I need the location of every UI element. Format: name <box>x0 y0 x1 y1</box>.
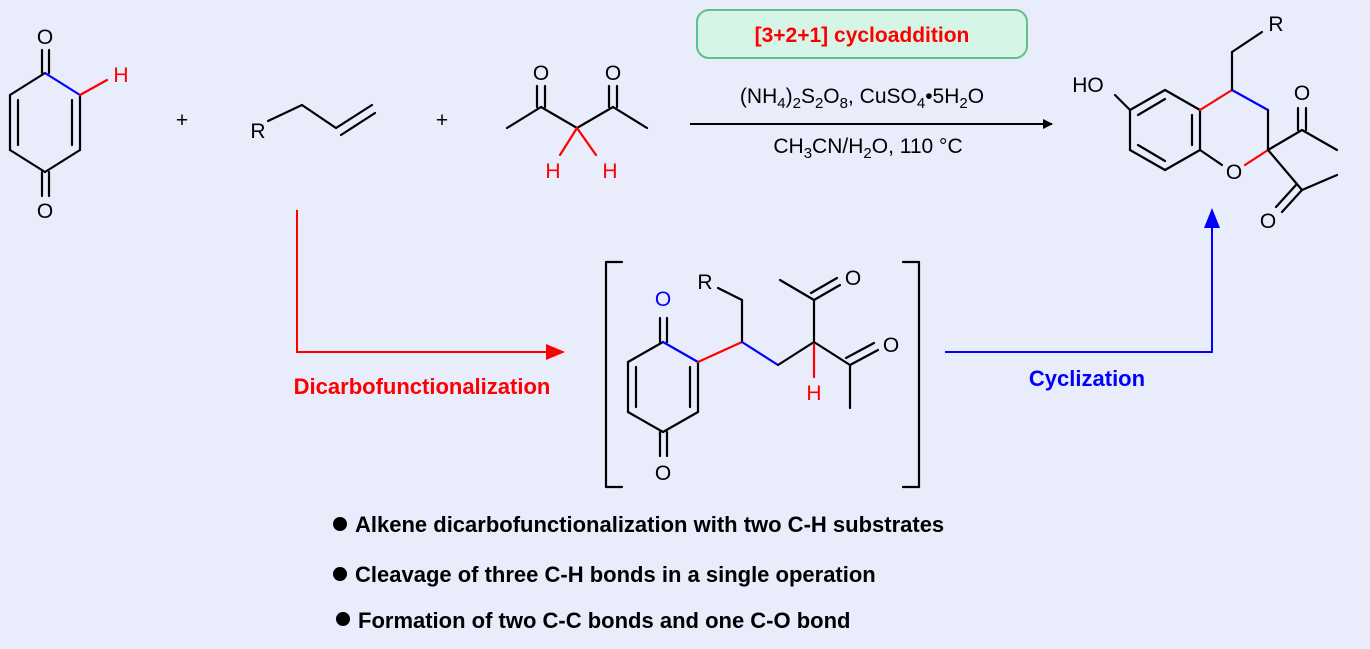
red-arrowhead <box>546 344 565 360</box>
reaction-conditions: [3+2+1] cycloaddition (NH4)2S2O8, CuSO4•… <box>690 9 1053 162</box>
cycloaddition-title: [3+2+1] cycloaddition <box>755 24 970 47</box>
product-r-group: R <box>1268 13 1283 36</box>
product-acetyl-oxygen-1: O <box>1294 82 1310 105</box>
plus-sign-1: + <box>176 109 188 132</box>
bullet-text-1: Alkene dicarbofunctionalization with two… <box>355 512 944 537</box>
product-acetyl-oxygen-2: O <box>1260 210 1276 233</box>
bullet-dot-3 <box>336 612 350 626</box>
product-ring-oxygen: O <box>1226 161 1242 184</box>
int-oxygen-bottom: O <box>655 462 671 485</box>
int-hydrogen: H <box>806 382 821 405</box>
bullet-text-2: Cleavage of three C-H bonds in a single … <box>355 562 876 587</box>
bullet-text-3: Formation of two C-C bonds and one C-O b… <box>358 608 851 633</box>
blue-path-arrow <box>945 228 1213 353</box>
plus-sign-2: + <box>436 109 448 132</box>
bq-hydrogen: H <box>113 64 128 87</box>
cyclization-path: Cyclization <box>945 208 1220 391</box>
dicarbofunctionalization-path: Dicarbofunctionalization <box>294 210 565 399</box>
blue-arrowhead <box>1204 208 1220 228</box>
alkene-r-group: R <box>250 120 265 143</box>
int-acetyl-oxygen-2: O <box>883 334 899 357</box>
benzoquinone-structure: O O H <box>8 26 129 223</box>
cycloaddition-badge <box>696 9 1028 59</box>
bq-oxygen-bottom: O <box>37 200 53 223</box>
acac-oxygen-1: O <box>533 62 549 85</box>
bracket-right <box>901 260 921 489</box>
acac-hydrogen-1: H <box>545 160 560 183</box>
cyclization-label: Cyclization <box>1029 366 1145 391</box>
bracket-left <box>604 260 624 489</box>
bullet-dot-1 <box>333 517 347 531</box>
acac-hydrogen-2: H <box>602 160 617 183</box>
int-r-group: R <box>697 271 712 294</box>
bullet-dot-2 <box>333 567 347 581</box>
acetylacetone-structure: O O H H <box>505 62 649 183</box>
int-acetyl-oxygen-1: O <box>845 267 861 290</box>
conditions-solvent: CH3CN/H2O, 110 °C <box>773 135 962 162</box>
int-oxygen-blue: O <box>655 288 671 311</box>
acac-oxygen-2: O <box>605 62 621 85</box>
red-path-arrow <box>296 210 548 353</box>
dicarbofunctionalization-label: Dicarbofunctionalization <box>294 374 551 399</box>
alkene-structure: R <box>250 103 377 143</box>
product-hydroxyl: HO <box>1072 74 1104 97</box>
bq-oxygen-top: O <box>37 26 53 49</box>
product-chromane-structure: HO O R O O <box>1072 13 1339 233</box>
intermediate-structure: O O R H O O <box>604 260 921 489</box>
bullet-list: Alkene dicarbofunctionalization with two… <box>333 512 944 633</box>
conditions-reagents: (NH4)2S2O8, CuSO4•5H2O <box>740 85 984 112</box>
